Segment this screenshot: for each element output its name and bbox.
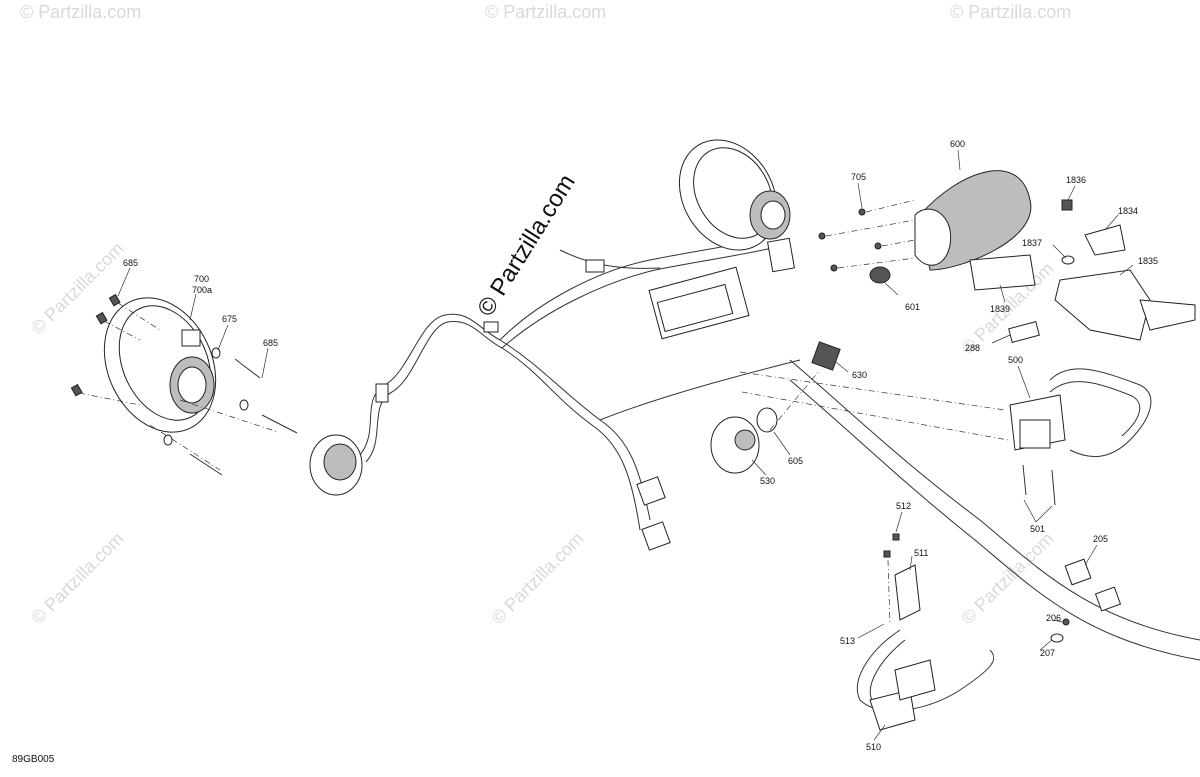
headlight-left xyxy=(103,297,217,433)
callout-1836: 1836 xyxy=(1066,175,1086,185)
watermark: © Partzilla.com xyxy=(27,528,127,628)
watermark-main: © Partzilla.com xyxy=(472,170,581,321)
handlebar xyxy=(789,359,1200,661)
switch-housing-1835 xyxy=(969,199,1196,343)
callout-601: 601 xyxy=(905,302,920,312)
callout-1835: 1835 xyxy=(1138,256,1158,266)
callout-512: 512 xyxy=(896,501,911,511)
leader-lines xyxy=(117,149,1134,741)
callout-705: 705 xyxy=(851,172,866,182)
callout-207: 207 xyxy=(1040,648,1055,658)
clamps-205 xyxy=(1050,558,1122,643)
headlight-left-screws xyxy=(70,293,279,471)
callout-630: 630 xyxy=(852,370,867,380)
callout-700a: 700a xyxy=(192,285,212,295)
callout-700: 700 xyxy=(194,274,209,284)
callout-205: 205 xyxy=(1093,534,1108,544)
watermark: © Partzilla.com xyxy=(950,2,1071,22)
callout-510: 510 xyxy=(866,742,881,752)
callout-501: 501 xyxy=(1030,524,1045,534)
wiring-harness xyxy=(309,234,801,551)
headlight-left-bolts xyxy=(163,347,298,476)
diagram-code: 89GB005 xyxy=(12,754,55,765)
headlight-right xyxy=(678,139,791,251)
callout-605: 605 xyxy=(788,456,803,466)
callout-530: 530 xyxy=(760,476,775,486)
callout-675: 675 xyxy=(222,314,237,324)
callout-685: 685 xyxy=(263,338,278,348)
callout-labels: 685 700 700a 675 685 705 600 601 1836 18… xyxy=(123,139,1158,752)
callout-600: 600 xyxy=(950,139,965,149)
callout-1839: 1839 xyxy=(990,304,1010,314)
callout-513: 513 xyxy=(840,636,855,646)
callout-685: 685 xyxy=(123,258,138,268)
callout-500: 500 xyxy=(1008,355,1023,365)
callout-288: 288 xyxy=(965,343,980,353)
watermark: © Partzilla.com xyxy=(485,2,606,22)
switch-500 xyxy=(739,371,1066,506)
watermark: © Partzilla.com xyxy=(20,2,141,22)
handguard-600 xyxy=(818,170,1032,284)
callout-1837: 1837 xyxy=(1022,238,1042,248)
bracket-510 xyxy=(856,533,995,731)
callout-511: 511 xyxy=(914,548,928,558)
callout-206: 206 xyxy=(1046,613,1061,623)
watermark: © Partzilla.com xyxy=(487,528,587,628)
callout-1834: 1834 xyxy=(1118,206,1138,216)
key-switch-530 xyxy=(710,341,841,474)
